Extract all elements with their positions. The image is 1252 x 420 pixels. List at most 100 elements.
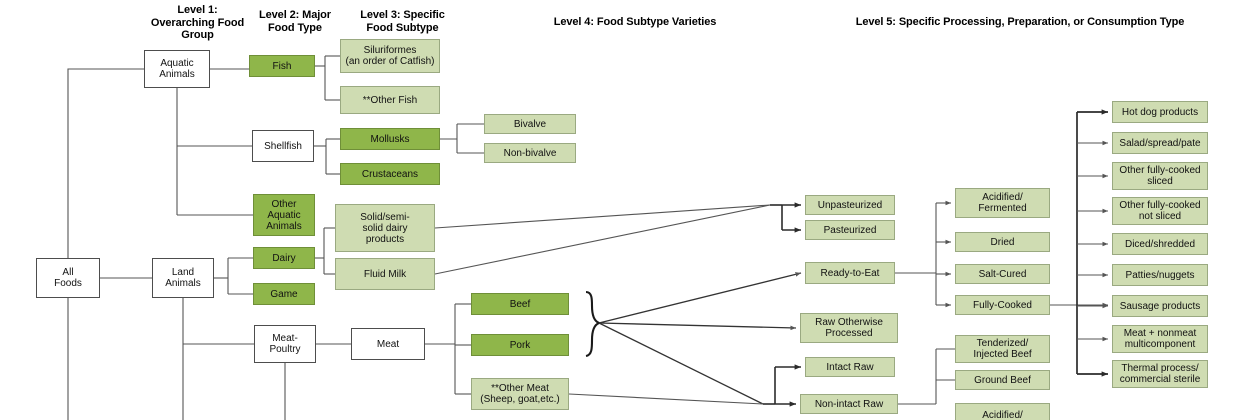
node-label: Beef <box>509 298 531 310</box>
node-game[interactable]: Game <box>253 283 315 305</box>
node-salad-spread[interactable]: Salad/spread/pate <box>1112 132 1208 154</box>
node-label: Salad/spread/pate <box>1119 137 1201 149</box>
node-label: Game <box>270 288 298 300</box>
node-label: Non-bivalve <box>503 147 557 159</box>
node-other-meat[interactable]: **Other Meat(Sheep, goat,etc.) <box>471 378 569 410</box>
edges-nonintact-to-level5 <box>898 348 955 405</box>
node-mollusks[interactable]: Mollusks <box>340 128 440 150</box>
node-non-intact-raw[interactable]: Non-intact Raw <box>800 394 898 414</box>
edges-dairy <box>315 227 335 275</box>
node-dairy[interactable]: Dairy <box>253 247 315 269</box>
edges-level5-branches <box>1077 140 1109 342</box>
node-label: Intact Raw <box>826 361 874 373</box>
node-label: Thermal process/commercial sterile <box>1119 363 1201 385</box>
node-label: Diced/shredded <box>1124 238 1196 250</box>
edges-level1 <box>67 68 152 420</box>
node-fully-cooked[interactable]: Fully-Cooked <box>955 295 1050 315</box>
node-ready-to-eat[interactable]: Ready-to-Eat <box>805 262 895 284</box>
node-label: Dairy <box>272 252 296 264</box>
node-label: Patties/nuggets <box>1125 269 1195 281</box>
node-fluid-milk[interactable]: Fluid Milk <box>335 258 435 290</box>
node-label: Meat-Poultry <box>269 333 301 355</box>
node-label: Fully-Cooked <box>973 299 1032 311</box>
node-meat[interactable]: Meat <box>351 328 425 360</box>
node-hot-dog[interactable]: Hot dog products <box>1112 101 1208 123</box>
node-label: Ground Beef <box>974 374 1031 386</box>
node-siluriformes[interactable]: Siluriformes(an order of Catfish) <box>340 39 440 73</box>
node-salt-cured[interactable]: Salt-Cured <box>955 264 1050 284</box>
node-ground-beef[interactable]: Ground Beef <box>955 370 1050 390</box>
edges-aquatic <box>176 68 253 216</box>
node-label: Meat <box>376 338 400 350</box>
node-label: Fish <box>272 60 292 72</box>
node-label: Hot dog products <box>1121 106 1199 118</box>
node-dried[interactable]: Dried <box>955 232 1050 252</box>
node-tenderized-beef[interactable]: Tenderized/Injected Beef <box>955 335 1050 363</box>
node-label: Sausage products <box>1119 300 1201 312</box>
node-label: Mollusks <box>370 133 410 145</box>
node-intact-raw[interactable]: Intact Raw <box>805 357 895 377</box>
node-bivalve[interactable]: Bivalve <box>484 114 576 134</box>
node-diced-shredded[interactable]: Diced/shredded <box>1112 233 1208 255</box>
node-label: Pork <box>509 339 531 351</box>
node-pasteurized[interactable]: Pasteurized <box>805 220 895 240</box>
node-label: Fluid Milk <box>363 268 407 280</box>
node-sausage[interactable]: Sausage products <box>1112 295 1208 317</box>
node-label: Siluriformes(an order of Catfish) <box>345 45 435 67</box>
node-crustaceans[interactable]: Crustaceans <box>340 163 440 185</box>
node-label: Shellfish <box>264 140 302 152</box>
node-shellfish[interactable]: Shellfish <box>252 130 314 162</box>
node-fish[interactable]: Fish <box>249 55 315 77</box>
node-meat-poultry[interactable]: Meat-Poultry <box>254 325 316 363</box>
node-label: **Other Fish <box>362 94 418 106</box>
node-label: Unpasteurized <box>817 199 883 211</box>
edges-fish <box>315 55 340 101</box>
edges-level5-bus <box>1076 109 1108 377</box>
node-other-fish[interactable]: **Other Fish <box>340 86 440 114</box>
node-label: Tenderized/Injected Beef <box>973 338 1032 360</box>
node-label: Acidified/Fermented <box>978 192 1027 214</box>
edges-othermeat <box>568 393 764 405</box>
node-beef[interactable]: Beef <box>471 293 569 315</box>
edges-brace-fanout <box>598 272 802 405</box>
beef-pork-brace <box>585 290 602 358</box>
node-acidified-fermented[interactable]: Acidified/Fermented <box>955 188 1050 218</box>
node-pork[interactable]: Pork <box>471 334 569 356</box>
node-unpasteurized[interactable]: Unpasteurized <box>805 195 895 215</box>
header-level-4: Level 4: Food Subtype Varieties <box>553 16 717 28</box>
edges-land <box>182 257 254 420</box>
node-non-bivalve[interactable]: Non-bivalve <box>484 143 576 163</box>
node-label: Dried <box>990 236 1015 248</box>
header-level-5: Level 5: Specific Processing, Preparatio… <box>855 16 1185 28</box>
node-label: Ready-to-Eat <box>820 267 880 279</box>
node-thermal-process[interactable]: Thermal process/commercial sterile <box>1112 360 1208 388</box>
node-label: Non-intact Raw <box>814 398 884 410</box>
edges-raw-split <box>763 364 801 407</box>
node-label: Acidified/ <box>982 409 1023 420</box>
node-label: Pasteurized <box>823 224 877 236</box>
node-acidified-bottom[interactable]: Acidified/ <box>955 403 1050 420</box>
node-label: Crustaceans <box>361 168 419 180</box>
node-patties-nuggets[interactable]: Patties/nuggets <box>1112 264 1208 286</box>
